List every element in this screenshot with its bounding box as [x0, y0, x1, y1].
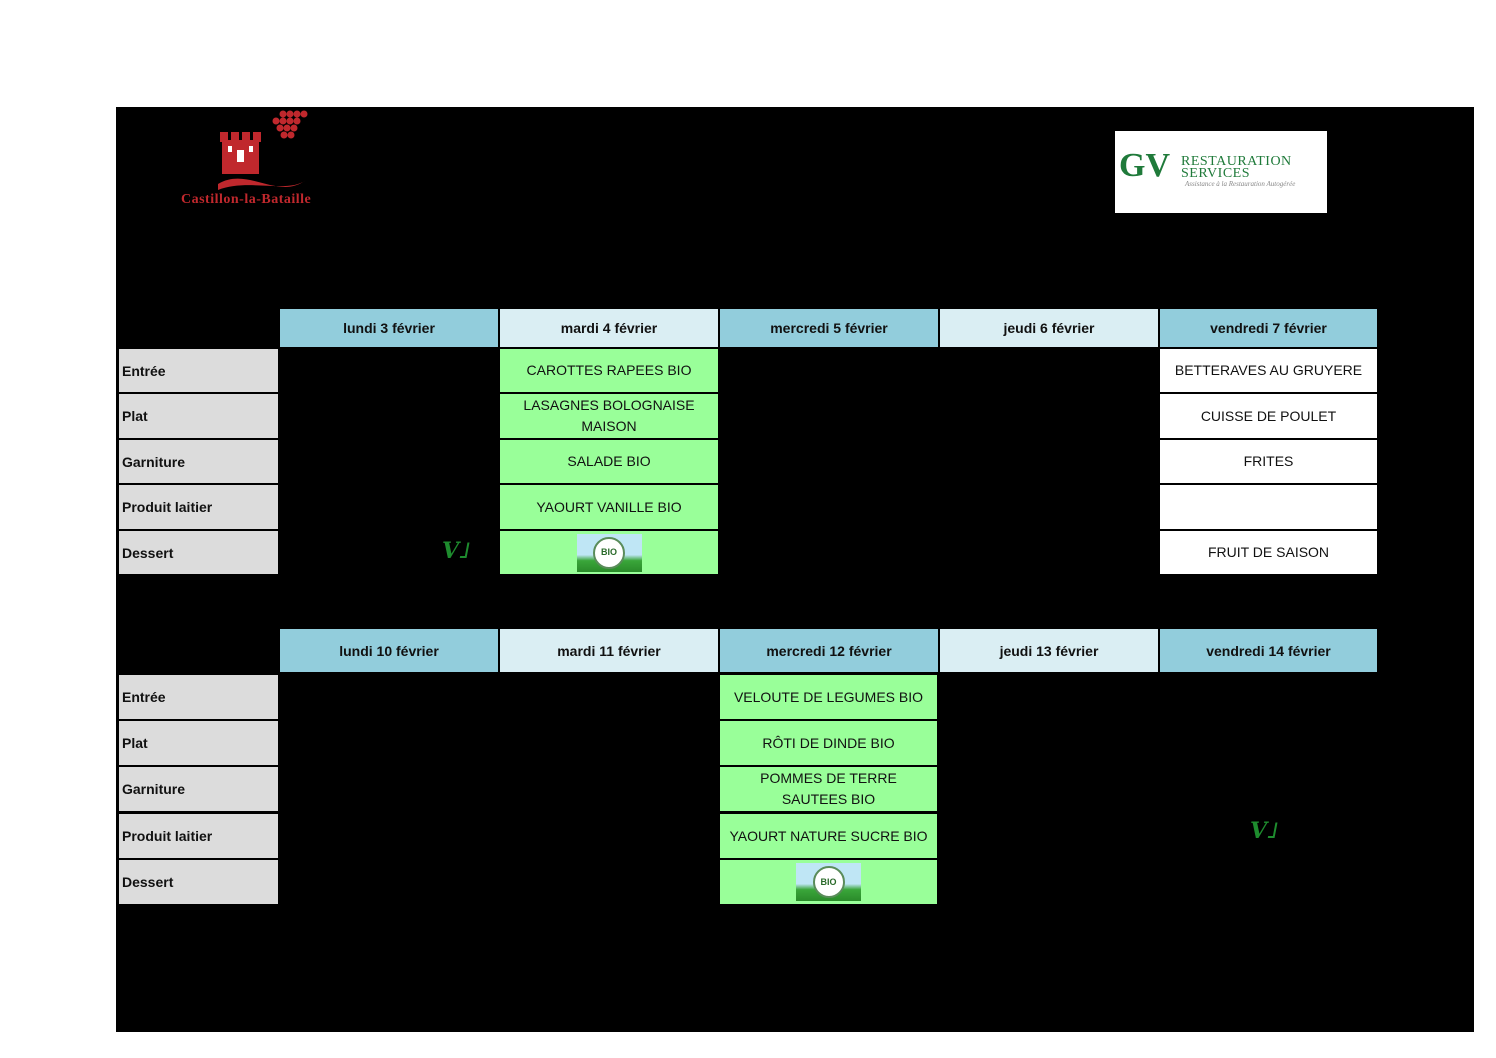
week1-day-2: mardi 4 février	[500, 309, 718, 347]
week1-fri-laitier	[1160, 485, 1377, 529]
week1-day-3: mercredi 5 février	[720, 309, 938, 347]
week1-fri-dessert: FRUIT DE SAISON	[1160, 531, 1377, 574]
week2-wed-laitier: YAOURT NATURE SUCRE BIO	[720, 814, 937, 858]
gv-line2: SERVICES	[1181, 166, 1251, 181]
week1-label-entree: Entrée	[119, 349, 278, 392]
week1-tue-dessert: BIO	[500, 531, 718, 574]
week1-day-4: jeudi 6 février	[940, 309, 1158, 347]
week2-day-4: jeudi 13 février	[940, 629, 1158, 672]
week1-tue-entree: CAROTTES RAPEES BIO	[500, 349, 718, 392]
week2-wed-dessert: BIO	[720, 860, 937, 904]
town-name: Castillon-la-Bataille	[181, 192, 312, 207]
week2-label-entree: Entrée	[119, 675, 278, 719]
veg-leaf-icon: V˩	[442, 538, 471, 564]
week1-tue-plat: LASAGNES BOLOGNAISE MAISON	[500, 394, 718, 438]
week2-label-dessert: Dessert	[119, 860, 278, 904]
gv-restauration-logo: GV RESTAURATION SERVICES Assistance à la…	[1115, 131, 1327, 213]
week2-wed-plat: RÔTI DE DINDE BIO	[720, 721, 937, 765]
week1-day-5: vendredi 7 février	[1160, 309, 1377, 347]
week1-label-garniture: Garniture	[119, 440, 278, 483]
week2-day-3: mercredi 12 février	[720, 629, 938, 672]
week1-label-laitier: Produit laitier	[119, 485, 278, 529]
week2-label-garniture: Garniture	[119, 767, 278, 811]
week2-wed-garniture: POMMES DE TERRE SAUTEES BIO	[720, 767, 937, 811]
veg-leaf-icon: V˩	[1250, 818, 1279, 844]
week1-day-1: lundi 3 février	[280, 309, 498, 347]
castillon-logo: Castillon-la-Bataille	[178, 106, 358, 210]
castle-logo-icon	[218, 110, 308, 190]
week1-fri-plat: CUISSE DE POULET	[1160, 394, 1377, 438]
week1-fri-garniture: FRITES	[1160, 440, 1377, 483]
bio-badge-icon: BIO	[576, 533, 642, 572]
bio-badge-icon: BIO	[796, 863, 861, 901]
gv-mark: GV	[1119, 147, 1170, 184]
gv-line1: RESTAURATION	[1181, 154, 1292, 169]
week1-tue-garniture: SALADE BIO	[500, 440, 718, 483]
week2-label-laitier: Produit laitier	[119, 814, 278, 858]
gv-tagline: Assistance à la Restauration Autogérée	[1185, 180, 1296, 188]
week1-fri-entree: BETTERAVES AU GRUYERE	[1160, 349, 1377, 392]
week2-label-plat: Plat	[119, 721, 278, 765]
week1-label-plat: Plat	[119, 394, 278, 438]
week1-label-dessert: Dessert	[119, 531, 278, 574]
week2-day-2: mardi 11 février	[500, 629, 718, 672]
week2-day-5: vendredi 14 février	[1160, 629, 1377, 672]
week1-tue-laitier: YAOURT VANILLE BIO	[500, 485, 718, 529]
week2-wed-entree: VELOUTE DE LEGUMES BIO	[720, 675, 937, 719]
week2-day-1: lundi 10 février	[280, 629, 498, 672]
